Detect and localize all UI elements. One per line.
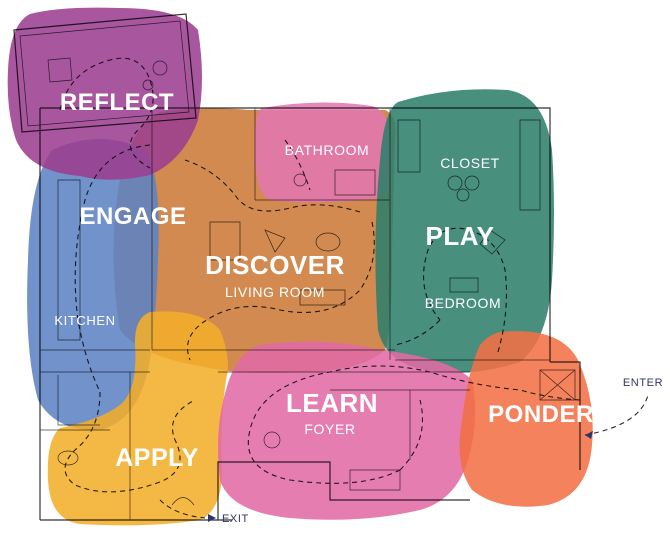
zones — [7, 7, 593, 526]
enter-arrow-icon — [585, 431, 593, 439]
label-engage: ENGAGE — [79, 203, 186, 230]
zone-reflect-blob — [7, 7, 202, 180]
navigation-markers: ENTER EXIT — [208, 377, 663, 525]
label-kitchen: KITCHEN — [54, 313, 115, 328]
label-foyer: FOYER — [304, 421, 355, 437]
exit-arrow-icon — [208, 514, 216, 522]
label-ponder: PONDER — [488, 401, 594, 428]
label-reflect: REFLECT — [60, 89, 174, 116]
label-discover: DISCOVER — [205, 250, 345, 280]
zone-bathroom-blob — [254, 102, 392, 203]
zone-apply-blob — [47, 311, 228, 526]
label-learn: LEARN — [286, 388, 378, 418]
zone-learn-blob — [218, 341, 476, 520]
label-enter: ENTER — [623, 377, 663, 389]
label-closet: CLOSET — [440, 155, 500, 171]
zone-engage-blob — [27, 139, 159, 431]
label-living-room: LIVING ROOM — [225, 284, 325, 300]
label-bathroom: BATHROOM — [285, 142, 370, 158]
zone-play-blob — [375, 89, 554, 373]
label-apply: APPLY — [115, 444, 199, 472]
zone-labels: REFLECT ENGAGE DISCOVER PLAY APPLY LEARN… — [54, 89, 593, 472]
label-play: PLAY — [426, 221, 495, 251]
label-exit: EXIT — [222, 513, 249, 525]
zone-ponder-blob — [459, 331, 593, 507]
label-bedroom: BEDROOM — [425, 295, 502, 311]
